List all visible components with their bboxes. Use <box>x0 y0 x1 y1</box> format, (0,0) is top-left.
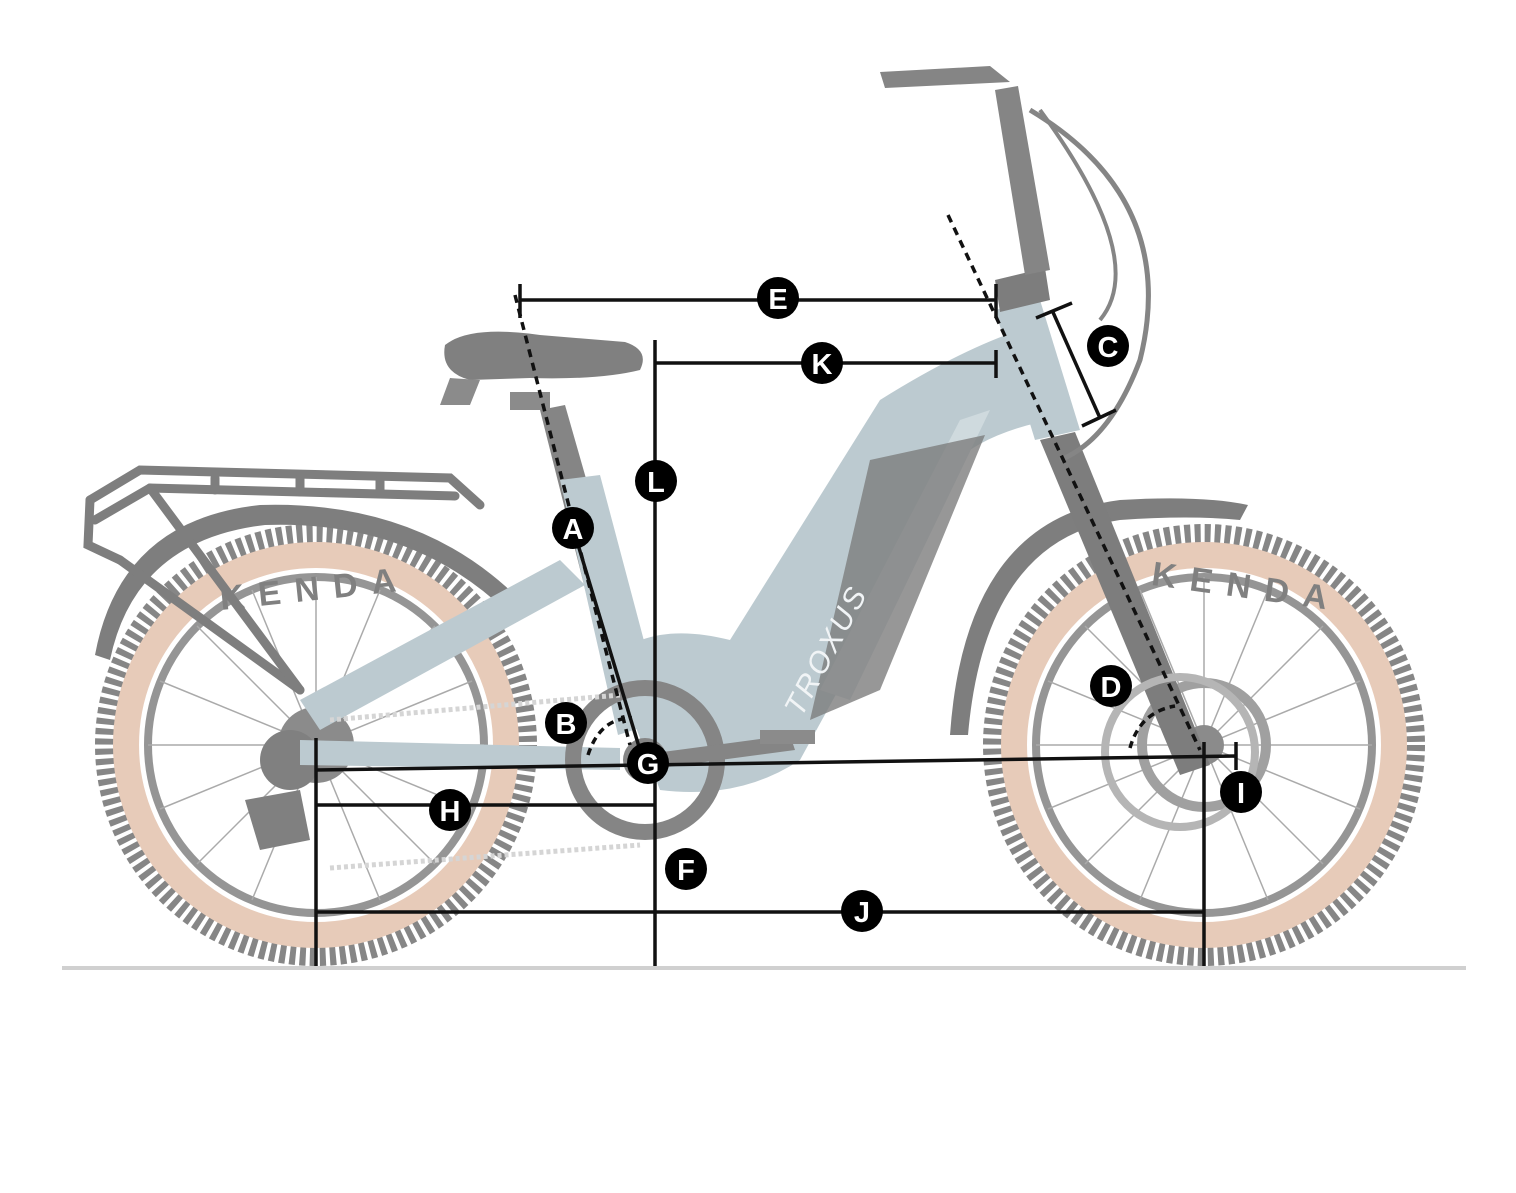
marker-K: K <box>801 342 843 384</box>
brake-cable <box>1028 107 1151 463</box>
marker-I: I <box>1220 771 1262 813</box>
derailleur <box>245 790 310 850</box>
line-C-cap-top <box>1035 301 1073 320</box>
bike-illustration: KENDA KENDA <box>83 66 1425 966</box>
head-tube <box>995 300 1080 440</box>
marker-L: L <box>635 460 677 502</box>
down-tube <box>610 330 1050 792</box>
front-disc-rotor <box>1101 673 1259 831</box>
brake-cable-2 <box>1038 108 1118 322</box>
line-G <box>315 754 1237 772</box>
marker-C: C <box>1087 325 1129 367</box>
marker-E: E <box>757 277 799 319</box>
chain-lower <box>329 842 641 871</box>
pedal <box>760 730 815 744</box>
saddle <box>444 331 643 380</box>
stem <box>995 268 1050 312</box>
marker-G: G <box>627 742 669 784</box>
svg-text:I: I <box>1237 778 1245 810</box>
seat-tube-axis <box>513 294 632 746</box>
line-A <box>571 527 645 761</box>
arc-B <box>586 716 633 756</box>
head-tube-axis <box>946 214 1202 751</box>
svg-text:D: D <box>1101 672 1122 704</box>
marker-H: H <box>429 789 471 831</box>
svg-text:L: L <box>647 467 665 499</box>
arc-D <box>1128 704 1176 749</box>
svg-text:K: K <box>812 349 833 381</box>
marker-D: D <box>1090 665 1132 707</box>
crank-arm <box>640 735 795 770</box>
marker-B: B <box>545 702 587 744</box>
rear-rack <box>83 465 485 695</box>
svg-text:C: C <box>1098 332 1119 364</box>
front-fender <box>950 498 1248 735</box>
svg-text:F: F <box>677 855 695 887</box>
rear-triangle <box>300 560 585 730</box>
fork <box>1040 432 1210 775</box>
line-C <box>1050 309 1102 419</box>
svg-text:A: A <box>563 514 584 546</box>
svg-text:H: H <box>440 796 461 828</box>
line-C-cap-bottom <box>1081 408 1117 428</box>
marker-A: A <box>552 507 594 549</box>
svg-text:G: G <box>637 749 660 781</box>
marker-J: J <box>841 890 883 932</box>
svg-text:J: J <box>854 897 870 929</box>
battery <box>810 435 985 720</box>
svg-text:B: B <box>556 709 577 741</box>
rear-fender <box>95 504 520 660</box>
marker-F: F <box>665 848 707 890</box>
chainstay <box>300 740 620 770</box>
down-tube-highlight <box>820 410 990 700</box>
handlebar-riser <box>995 86 1050 275</box>
handlebar <box>880 66 1010 88</box>
svg-text:E: E <box>768 284 787 316</box>
saddle-spring <box>440 378 480 405</box>
